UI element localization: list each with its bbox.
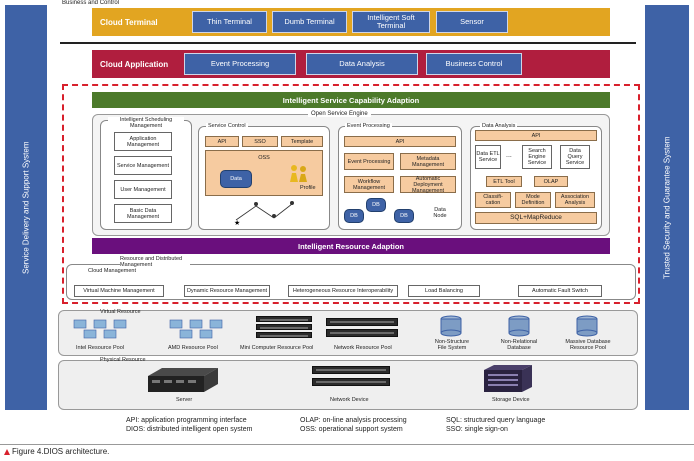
amd-pool-icon [168, 318, 228, 340]
server-device-icon [146, 366, 220, 394]
da-ellipsis: ... [506, 152, 512, 159]
da-classification: Classifi-cation [475, 192, 511, 208]
storage-device-icon [482, 364, 534, 394]
top-divider [60, 42, 636, 44]
scheduling-title: Intelligent Scheduling Management [108, 117, 184, 129]
intel-pool-icon [72, 318, 132, 340]
cloud-terminal-band: Cloud Terminal [92, 8, 610, 36]
terminal-dumb: Dumb Terminal [272, 11, 347, 33]
intel-pool-label: Intel Resource Pool [76, 345, 124, 351]
rm-auto-fault-switch: Automatic Fault Switch [518, 285, 602, 297]
da-association-analysis: Association Analysis [555, 192, 595, 208]
ep-db-cylinder-1: DB [344, 209, 364, 223]
left-side-bar [5, 5, 47, 410]
cloud-application-label: Cloud Application [100, 59, 169, 69]
network-device-icon-1 [312, 366, 390, 374]
ep-auto-deploy-mgmt: Automatic Deployment Management [400, 176, 456, 194]
non-structure-fs-label: Non-Structure File System [434, 339, 470, 351]
da-query-service: Data Query Service [560, 145, 590, 169]
ep-api: API [344, 136, 456, 147]
legend-olap: OLAP: on-line analysis processing [300, 417, 407, 424]
sc-sso: SSO [242, 136, 278, 147]
non-structure-fs-icon [440, 315, 462, 337]
virtual-resource-title: Virtual Resource [100, 309, 141, 315]
legend-api: API: application programming interface [126, 417, 247, 424]
rm-dynamic-resource: Dynamic Resource Management [184, 285, 270, 297]
rm-load-balancing: Load Balancing [408, 285, 480, 297]
left-side-label: Service Delivery and Support System [21, 141, 31, 274]
da-sql-mapreduce: SQL+MapReduce [475, 212, 597, 224]
cloud-mgmt-subtitle: Cloud Management [88, 268, 138, 274]
da-mode-definition: Mode Definition [515, 192, 551, 208]
right-side-label: Trusted Security and Guarantee System [662, 136, 672, 279]
sched-application-mgmt: Application Management [114, 132, 172, 151]
service-flow-icon: ★ [226, 198, 302, 227]
resource-adaption: Intelligent Resource Adaption [92, 238, 610, 254]
server-label: Server [176, 397, 193, 403]
svg-text:★: ★ [234, 219, 240, 226]
storage-device-label: Storage Device [492, 397, 530, 403]
app-data-analysis: Data Analysis [306, 53, 418, 75]
legend-sso: SSO: single sign-on [446, 426, 508, 433]
network-device-label: Network Device [330, 397, 369, 403]
sc-data-cylinder: Data [220, 170, 252, 188]
dios-boundary [62, 84, 640, 304]
event-processing-title: Event Processing [345, 123, 392, 129]
sc-oss-label: OSS [258, 155, 270, 161]
sc-profile-label: Profile [300, 185, 316, 191]
terminal-intelligent-soft: Intelligent Soft Terminal [352, 11, 430, 33]
legend-dios: DIOS: distributed intelligent open syste… [126, 426, 253, 433]
figure-caption: Figure 4.DIOS architecture. [12, 447, 110, 456]
cloud-terminal-label: Cloud Terminal [100, 17, 158, 27]
legend-sql: SQL: structured query language [446, 417, 546, 424]
ep-data-node: Data Node [433, 207, 447, 219]
non-relational-db-label: Non-Relational Database [500, 339, 538, 351]
da-api: API [475, 130, 597, 141]
amd-pool-label: AMD Resource Pool [168, 345, 218, 351]
service-capability-adaption: Intelligent Service Capability Adaption [92, 92, 610, 108]
sched-service-mgmt: Service Management [114, 156, 172, 175]
app-event-processing: Event Processing [184, 53, 296, 75]
massive-db-icon [576, 315, 598, 337]
massive-db-label: Massive Database Resource Pool [565, 339, 611, 351]
profile-icon [288, 164, 310, 182]
ep-metadata-mgmt: Metadata Management [400, 153, 456, 170]
sched-user-mgmt: User Management [114, 180, 172, 199]
non-relational-db-icon [508, 315, 530, 337]
sched-basic-data-mgmt: Basic Data Management [114, 204, 172, 223]
sc-api: API [205, 136, 239, 147]
terminal-thin: Thin Terminal [192, 11, 267, 33]
mini-computer-icon-1 [256, 316, 312, 322]
physical-resource-title: Physical Resource [100, 357, 146, 363]
da-olap: OLAP [534, 176, 568, 187]
business-control-label: Business and Control [62, 0, 120, 6]
service-control-title: Service Control [206, 123, 248, 129]
terminal-sensor: Sensor [436, 11, 508, 33]
ep-db-cylinder-3: DB [394, 209, 414, 223]
open-service-engine-label: Open Service Engine [308, 111, 371, 117]
da-etl-service: Data ETL Service [475, 145, 501, 169]
data-analysis-title: Data Analysis [480, 123, 518, 129]
caption-divider [0, 444, 694, 445]
app-business-control: Business Control [426, 53, 522, 75]
network-device-icon-2 [312, 378, 390, 386]
da-etl-tool: ETL Tool [486, 176, 522, 187]
mini-computer-icon-3 [256, 332, 312, 338]
network-pool-icon-2 [326, 329, 398, 337]
resource-mgmt-title: Resource and Distributed Management [120, 256, 190, 268]
ep-db-cylinder-2: DB [366, 198, 386, 212]
mini-computer-pool-label: Mini Computer Resource Pool [240, 345, 314, 351]
mini-computer-icon-2 [256, 324, 312, 330]
ep-workflow-mgmt: Workflow Management [344, 176, 394, 193]
ep-event-processing: Event Processing [344, 153, 394, 170]
rm-heterogeneous: Heterogeneous Resource Interoperability [288, 285, 398, 297]
rm-vm-mgmt: Virtual Machine Management [74, 285, 164, 297]
network-pool-icon-1 [326, 318, 398, 326]
network-pool-label: Network Resource Pool [334, 345, 392, 351]
sc-template: Template [281, 136, 323, 147]
legend-oss: OSS: operational support system [300, 426, 403, 433]
right-side-bar [645, 5, 689, 410]
da-search-engine-service: Search Engine Service [522, 145, 552, 169]
caption-marker-icon [4, 449, 10, 455]
